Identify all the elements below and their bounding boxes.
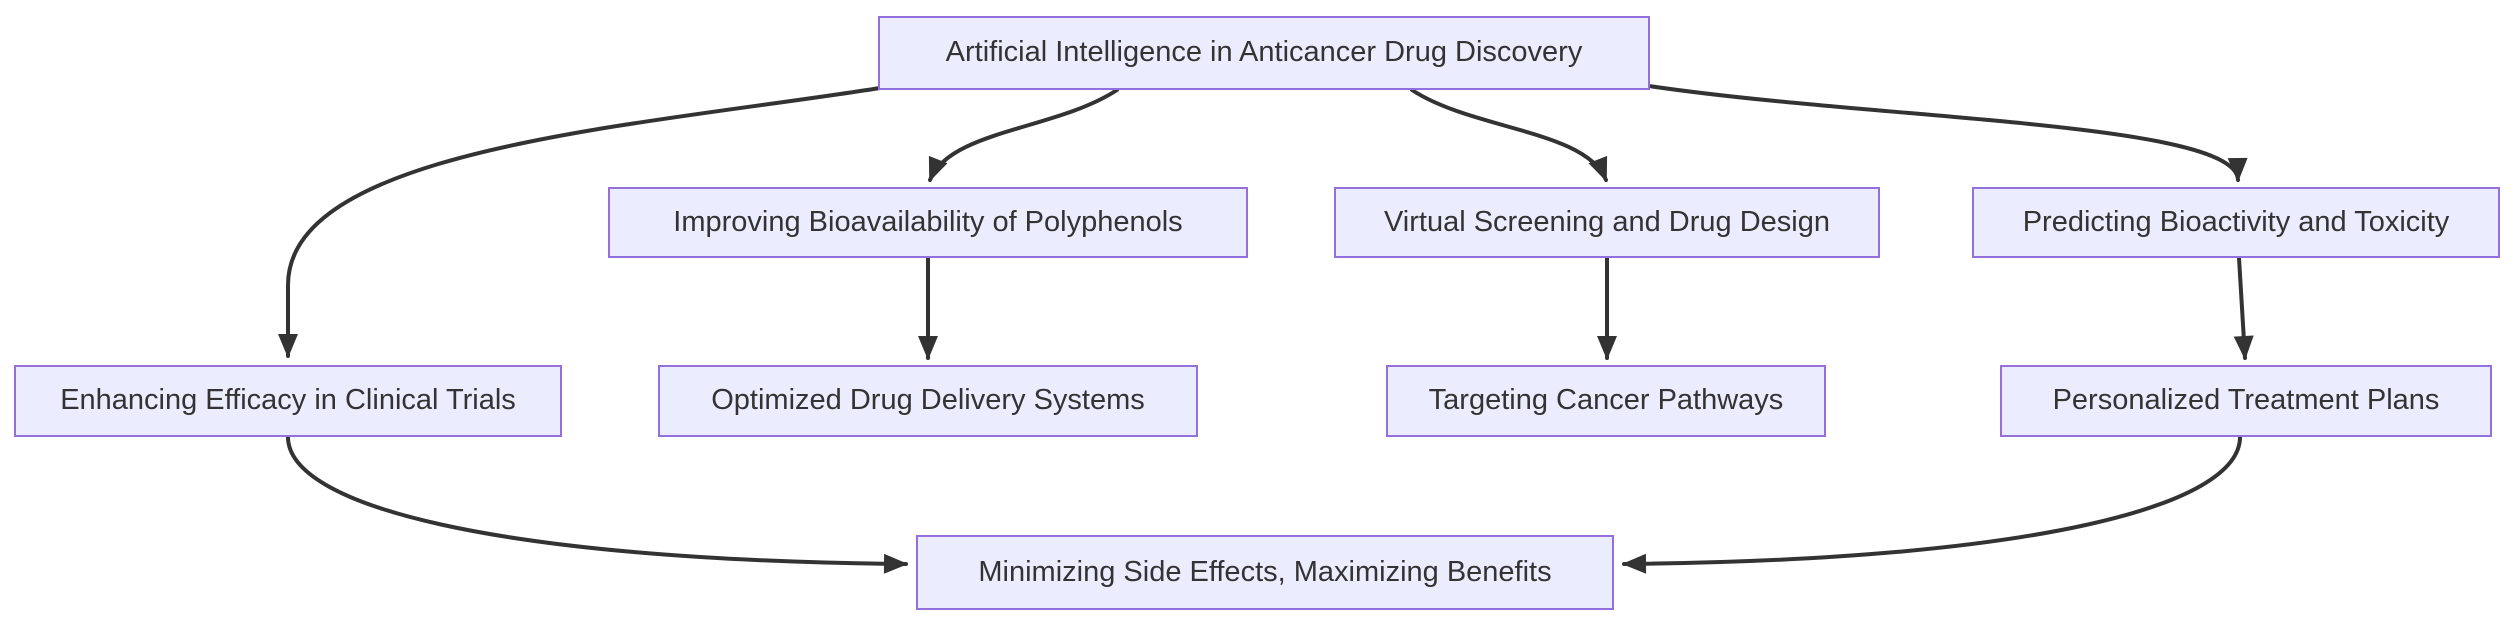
edge-personalized-to-outcome [1622,435,2242,574]
edge-root-to-virtual-screening [1410,88,1608,182]
node-outcome: Minimizing Side Effects, Maximizing Bene… [916,535,1614,610]
node-personalized-plans: Personalized Treatment Plans [2000,365,2492,437]
edge-predicting-to-personalized [2233,256,2254,360]
node-root: Artificial Intelligence in Anticancer Dr… [878,16,1650,90]
node-enhancing-efficacy: Enhancing Efficacy in Clinical Trials [14,365,562,437]
edge-root-to-enhancing-efficacy [278,86,882,358]
node-predicting-bioactivity: Predicting Bioactivity and Toxicity [1972,187,2500,258]
edge-efficacy-to-outcome [286,435,908,574]
node-virtual-screening: Virtual Screening and Drug Design [1334,187,1880,258]
edge-root-to-predicting-bioactivity [1647,84,2248,182]
node-improving-bioavailability: Improving Bioavailability of Polyphenols [608,187,1248,258]
edge-root-to-improving-bioavailability [928,88,1119,182]
node-targeting-pathways: Targeting Cancer Pathways [1386,365,1826,437]
node-optimized-delivery: Optimized Drug Delivery Systems [658,365,1198,437]
